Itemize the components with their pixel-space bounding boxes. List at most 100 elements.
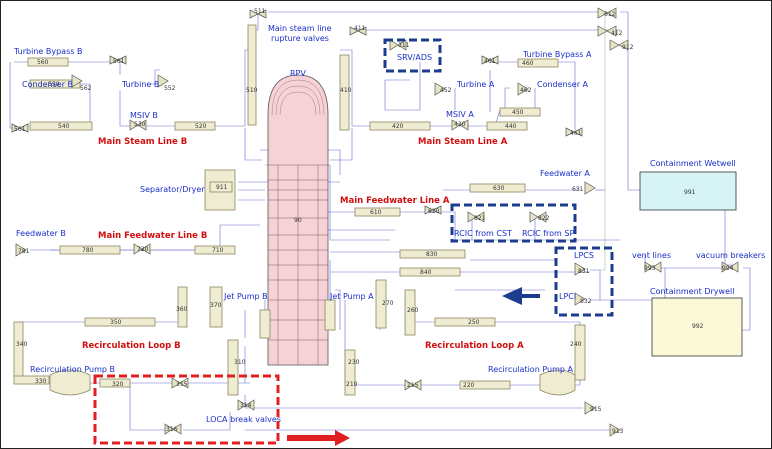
msiv-b-label: MSIV B bbox=[130, 111, 158, 120]
node-912: 912 bbox=[622, 44, 634, 51]
node-840: 840 bbox=[420, 269, 432, 276]
containment-drywell-label: Containment Drywell bbox=[650, 287, 734, 296]
node-320: 320 bbox=[112, 381, 124, 388]
node-781: 781 bbox=[18, 248, 30, 255]
msiv-a-label: MSIV A bbox=[446, 110, 474, 119]
node-710: 710 bbox=[212, 247, 224, 254]
recirc-b-title: Recirculation Loop B bbox=[82, 341, 181, 351]
node-562: 562 bbox=[80, 85, 92, 92]
srv-ads-label: SRV/ADS bbox=[397, 53, 432, 62]
rpv-node: 90 bbox=[294, 217, 302, 224]
feedwater-pipes: 610 630 780 710 830 840 bbox=[59, 183, 526, 277]
node-832: 832 bbox=[580, 298, 592, 305]
node-630: 630 bbox=[493, 185, 505, 192]
node-340: 340 bbox=[16, 341, 28, 348]
node-530b: 561 bbox=[14, 126, 26, 133]
node-993: 993 bbox=[644, 265, 656, 272]
separator-dryer-label: Separator/Dryer bbox=[140, 185, 205, 194]
node-350: 350 bbox=[110, 319, 122, 326]
node-612: 612 bbox=[604, 11, 616, 18]
node-210: 210 bbox=[346, 381, 358, 388]
node-411: 411 bbox=[354, 25, 366, 32]
node-315: 315 bbox=[176, 381, 188, 388]
node-511: 511 bbox=[254, 8, 266, 15]
separator-dryer: 911 bbox=[204, 169, 236, 211]
containment: 991 992 bbox=[639, 171, 743, 357]
node-314: 314 bbox=[240, 402, 252, 409]
node-830: 830 bbox=[426, 251, 438, 258]
turbine-b-label: Turbine B bbox=[121, 80, 159, 89]
jet-pump-b-label: Jet Pump B bbox=[223, 292, 268, 301]
node-462: 462 bbox=[520, 87, 532, 94]
recirc-a-title: Recirculation Loop A bbox=[425, 341, 524, 351]
node-260: 260 bbox=[407, 307, 419, 314]
recirculation-pipes: 360 370 350 340 330 320 310 270 260 250 … bbox=[13, 279, 586, 396]
node-311: 311 bbox=[398, 42, 410, 49]
node-620: 620 bbox=[428, 208, 440, 215]
node-530: 530 bbox=[134, 121, 146, 128]
node-215: 215 bbox=[407, 382, 419, 389]
fw-line-b-title: Main Feedwater Line B bbox=[98, 231, 207, 241]
node-552: 552 bbox=[164, 85, 176, 92]
node-461: 461 bbox=[484, 58, 496, 65]
condenser-a-label: Condenser A bbox=[537, 80, 589, 89]
jet-pump-a-label: Jet Pump A bbox=[329, 292, 374, 301]
recirc-pump-a-label: Recirculation Pump A bbox=[488, 365, 573, 374]
node-461b: 461 bbox=[570, 130, 582, 137]
vent-lines-label: vent lines bbox=[632, 251, 671, 260]
node-310: 310 bbox=[234, 359, 246, 366]
msl-a-title: Main Steam Line A bbox=[418, 137, 508, 147]
node-821: 821 bbox=[474, 215, 486, 222]
node-780: 780 bbox=[82, 247, 94, 254]
labels: Turbine Bypass B Condenser B Turbine B M… bbox=[13, 24, 765, 424]
node-561: 561 bbox=[113, 58, 125, 65]
containment-wetwell-label: Containment Wetwell bbox=[650, 159, 736, 168]
node-412: 412 bbox=[611, 30, 623, 37]
node-831: 831 bbox=[578, 268, 590, 275]
connection-lines bbox=[9, 11, 751, 431]
node-230: 230 bbox=[348, 359, 360, 366]
node-220: 220 bbox=[463, 382, 475, 389]
highlights bbox=[93, 38, 614, 446]
node-410: 410 bbox=[340, 87, 352, 94]
node-510: 510 bbox=[246, 87, 258, 94]
node-560: 560 bbox=[37, 59, 49, 66]
node-370: 370 bbox=[210, 302, 222, 309]
node-452: 452 bbox=[440, 87, 452, 94]
node-440: 440 bbox=[505, 123, 517, 130]
wetwell-node: 991 bbox=[684, 189, 696, 196]
node-430: 430 bbox=[454, 121, 466, 128]
rcic-sp-label: RCIC from SP bbox=[522, 229, 574, 238]
fw-line-a-title: Main Feedwater Line A bbox=[340, 196, 450, 206]
node-550: 550 bbox=[48, 81, 60, 88]
node-240: 240 bbox=[570, 341, 582, 348]
node-360: 360 bbox=[176, 306, 188, 313]
node-994: 994 bbox=[722, 265, 734, 272]
valves: 511 411 612 412 912 561 562 552 561 530 … bbox=[11, 7, 739, 437]
node-915: 915 bbox=[590, 406, 602, 413]
rpv-label: RPV bbox=[290, 69, 306, 78]
node-270: 270 bbox=[382, 300, 394, 307]
node-316: 316 bbox=[166, 426, 178, 433]
feedwater-a-label: Feedwater A bbox=[540, 169, 590, 178]
turbine-a-label: Turbine A bbox=[456, 80, 495, 89]
rcic-cst-label: RCIC from CST bbox=[454, 229, 512, 238]
node-822: 822 bbox=[538, 215, 550, 222]
node-460: 460 bbox=[522, 60, 534, 67]
vacuum-breakers-label: vacuum breakers bbox=[696, 251, 765, 260]
node-420: 420 bbox=[392, 123, 404, 130]
node-250: 250 bbox=[468, 319, 480, 326]
feedwater-b-label: Feedwater B bbox=[16, 229, 66, 238]
loca-break-label: LOCA break valves bbox=[206, 415, 281, 424]
node-540: 540 bbox=[58, 123, 70, 130]
node-720: 720 bbox=[137, 246, 149, 253]
node-330: 330 bbox=[35, 378, 47, 385]
msl-rupture-label-2: rupture valves bbox=[271, 34, 329, 43]
msl-b-title: Main Steam Line B bbox=[98, 137, 187, 147]
rpv-vessel: RPV 90 bbox=[267, 69, 329, 366]
node-631: 631 bbox=[572, 186, 584, 193]
turbine-bypass-a-label: Turbine Bypass A bbox=[522, 50, 592, 59]
lpcs-label: LPCS bbox=[574, 251, 594, 260]
node-520: 520 bbox=[195, 123, 207, 130]
node-913: 913 bbox=[612, 428, 624, 435]
